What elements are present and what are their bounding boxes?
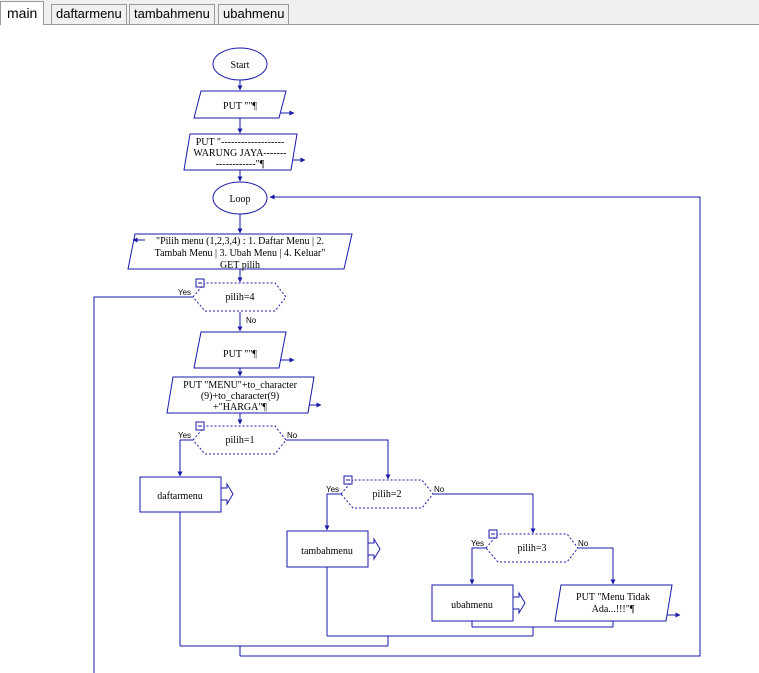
put-empty-line-2[interactable]: PUT ""¶: [193, 331, 295, 369]
svg-text:pilih=1: pilih=1: [226, 435, 255, 446]
svg-text:"Pilih menu (1,2,3,4) : 1. Daf: "Pilih menu (1,2,3,4) : 1. Daftar Menu |…: [156, 236, 324, 247]
put-empty-line-1[interactable]: PUT ""¶: [193, 90, 295, 119]
svg-text:Yes: Yes: [178, 431, 191, 440]
svg-text:Loop: Loop: [229, 194, 250, 205]
svg-text:Tambah Menu | 3. Ubah Menu | 4: Tambah Menu | 3. Ubah Menu | 4. Keluar": [155, 248, 326, 259]
start-terminal[interactable]: Start: [212, 47, 268, 81]
svg-text:No: No: [578, 539, 589, 548]
svg-text:PUT ""¶: PUT ""¶: [223, 349, 257, 360]
svg-text:tambahmenu: tambahmenu: [301, 546, 353, 557]
tab-main[interactable]: main: [0, 1, 45, 25]
svg-text:PUT "MENU"+to_character: PUT "MENU"+to_character: [183, 380, 298, 391]
tab-bar: main daftarmenu tambahmenu ubahmenu: [0, 0, 759, 25]
svg-text:pilih=2: pilih=2: [373, 489, 402, 500]
svg-text:ubahmenu: ubahmenu: [451, 600, 493, 611]
svg-text:daftarmenu: daftarmenu: [157, 491, 203, 502]
svg-text:No: No: [246, 316, 257, 325]
call-tambahmenu[interactable]: tambahmenu: [286, 530, 381, 568]
loop-node[interactable]: Loop: [212, 181, 268, 215]
svg-text:Start: Start: [231, 60, 250, 71]
svg-text:WARUNG JAYA-------: WARUNG JAYA-------: [193, 148, 286, 159]
svg-text:Yes: Yes: [471, 539, 484, 548]
svg-text:------------"¶: ------------"¶: [216, 159, 265, 170]
put-header-box[interactable]: PUT "------------------- WARUNG JAYA----…: [183, 133, 306, 171]
svg-text:PUT ""¶: PUT ""¶: [223, 101, 257, 112]
tab-tambahmenu[interactable]: tambahmenu: [129, 4, 215, 24]
tab-ubahmenu[interactable]: ubahmenu: [218, 4, 290, 24]
svg-text:+"HARGA"¶: +"HARGA"¶: [213, 402, 267, 413]
tab-daftarmenu[interactable]: daftarmenu: [51, 4, 127, 24]
flowchart-canvas[interactable]: [0, 24, 759, 673]
decision-pilih-3[interactable]: pilih=3 Yes No: [471, 529, 589, 563]
svg-text:No: No: [434, 485, 445, 494]
svg-text:GET pilih: GET pilih: [220, 260, 260, 271]
svg-text:Ada...!!!"¶: Ada...!!!"¶: [592, 604, 635, 615]
decision-pilih-1[interactable]: pilih=1 Yes No: [178, 421, 298, 455]
input-menu-box[interactable]: "Pilih menu (1,2,3,4) : 1. Daftar Menu |…: [127, 233, 353, 271]
decision-pilih-4[interactable]: pilih=4 Yes No: [178, 278, 287, 325]
svg-text:pilih=4: pilih=4: [226, 292, 255, 303]
svg-text:Yes: Yes: [326, 485, 339, 494]
svg-text:PUT "-------------------: PUT "-------------------: [196, 137, 285, 148]
call-ubahmenu[interactable]: ubahmenu: [431, 584, 526, 622]
svg-text:No: No: [287, 431, 298, 440]
svg-text:Yes: Yes: [178, 288, 191, 297]
svg-text:pilih=3: pilih=3: [518, 543, 547, 554]
put-menu-header[interactable]: PUT "MENU"+to_character (9)+to_character…: [166, 376, 322, 414]
call-daftarmenu[interactable]: daftarmenu: [139, 476, 234, 513]
put-menu-not-found[interactable]: PUT "Menu Tidak Ada...!!!"¶: [554, 584, 681, 622]
svg-text:(9)+to_character(9): (9)+to_character(9): [201, 391, 279, 402]
svg-text:PUT "Menu Tidak: PUT "Menu Tidak: [576, 592, 650, 603]
decision-pilih-2[interactable]: pilih=2 Yes No: [326, 475, 445, 509]
